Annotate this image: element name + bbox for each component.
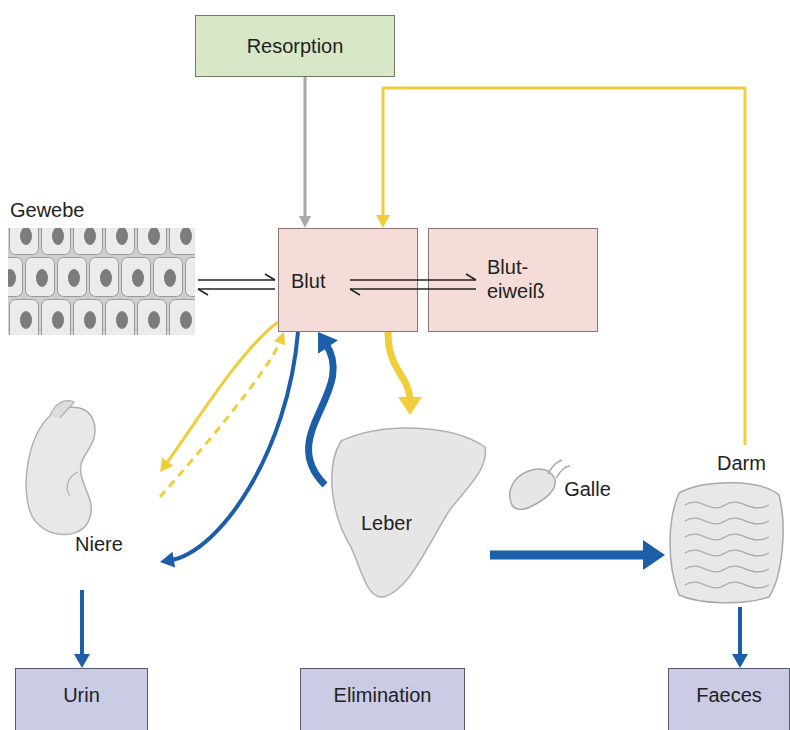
node-label: Gewebe	[10, 198, 85, 222]
gallbladder-drawing	[510, 460, 570, 509]
flow-arrow	[309, 332, 338, 485]
flow-arrow	[732, 607, 748, 668]
edge-label: Galle	[564, 477, 611, 501]
tissue-node: Gewebe	[8, 198, 195, 335]
intestine-node: Darm	[665, 445, 785, 607]
node-label: Blut	[291, 269, 325, 293]
node-label: Urin	[63, 683, 100, 707]
node-label: Faeces	[696, 683, 762, 707]
node-label: Niere	[75, 532, 123, 556]
flow-arrow	[160, 332, 285, 497]
flow-arrow	[160, 332, 298, 568]
flow-arrow	[198, 274, 275, 295]
flow-arrow	[74, 590, 90, 668]
liver-drawing	[325, 415, 490, 603]
output-box: Faeces	[668, 668, 790, 730]
flow-arrow	[299, 77, 311, 228]
node-label: Leber	[361, 511, 412, 535]
output-box: Elimination	[300, 668, 465, 730]
intake-box: Resorption	[195, 15, 395, 77]
kidney-drawing	[20, 392, 160, 590]
blood-protein-box: Blut- eiweiß	[428, 228, 598, 332]
liver-node: Leber	[325, 415, 490, 603]
blood-box: Blut	[278, 228, 418, 332]
flow-arrow	[490, 540, 665, 570]
tissue-cells	[8, 228, 195, 335]
flow-arrow	[350, 274, 476, 295]
node-label: Darm	[717, 451, 766, 475]
node-label: Blut- eiweiß	[487, 255, 567, 303]
output-box: Urin	[15, 668, 148, 730]
flow-arrow	[160, 322, 278, 472]
flow-arrow	[376, 88, 745, 445]
node-label: Elimination	[334, 683, 432, 707]
kidney-node: Niere	[20, 392, 160, 590]
flow-arrow	[388, 332, 422, 415]
node-label: Resorption	[247, 34, 344, 58]
